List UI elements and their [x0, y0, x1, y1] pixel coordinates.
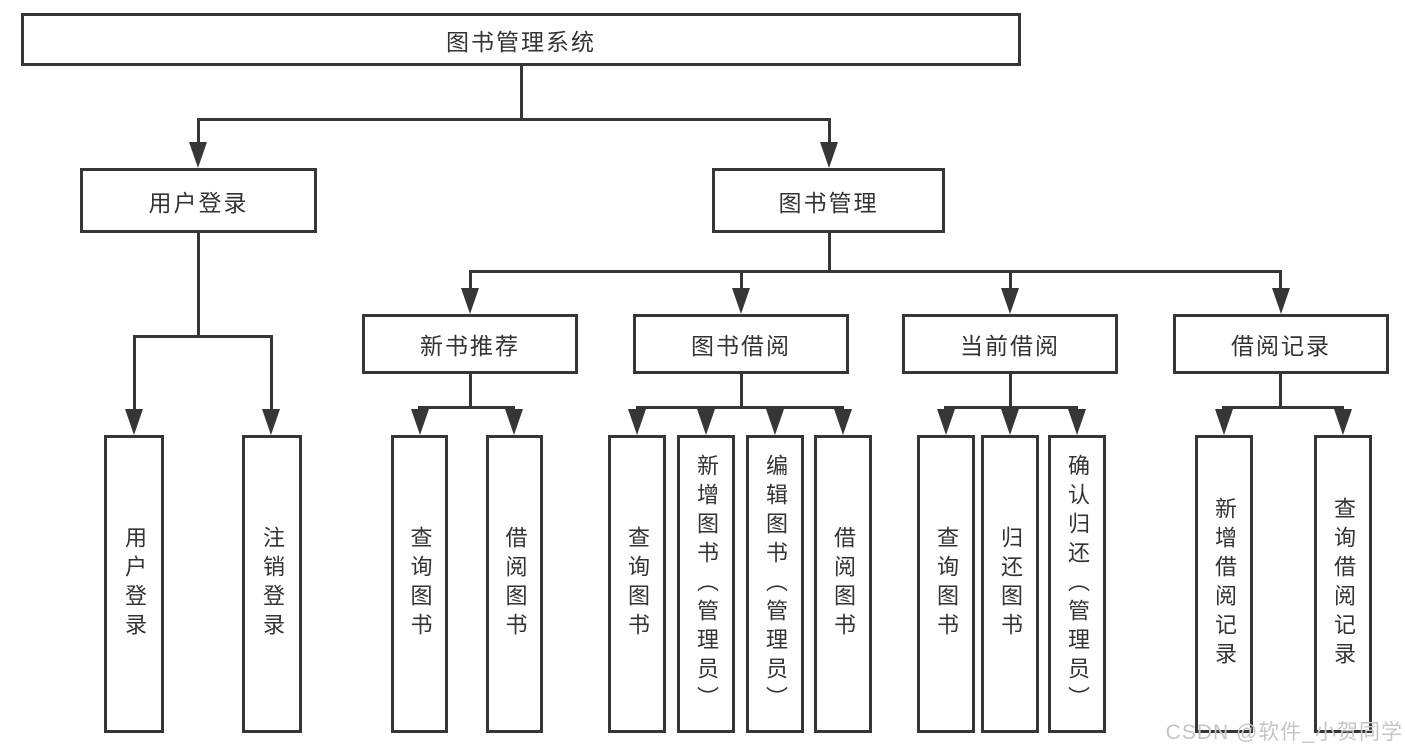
connector-mgmt-stem [828, 233, 831, 270]
connector-drop [1341, 406, 1344, 411]
connector-user-split [133, 335, 273, 338]
node-new-book-recommend: 新书推荐 [362, 314, 578, 374]
node-label: 用户登录 [148, 189, 249, 216]
leaf-return-books: 归还图书 [981, 435, 1039, 733]
leaf-label: 确认归还（管理员） [1065, 453, 1090, 715]
leaf-query-books: 查询图书 [608, 435, 666, 733]
node-book-borrow: 图书借阅 [633, 314, 849, 374]
leaf-user-login: 用户登录 [104, 435, 164, 733]
node-label: 借阅记录 [1231, 333, 1331, 359]
connector-user-stem [197, 233, 200, 335]
arrow-down-icon [1215, 409, 1233, 435]
arrow-down-icon [937, 409, 955, 435]
node-borrow-records: 借阅记录 [1173, 314, 1389, 374]
connector-split [1222, 406, 1344, 409]
node-label: 图书管理 [778, 189, 879, 216]
arrow-down-icon [505, 409, 523, 435]
arrow-down-icon [834, 409, 852, 435]
node-current-borrow: 当前借阅 [902, 314, 1118, 374]
arrow-down-icon [1001, 288, 1019, 314]
leaf-borrow-books: 借阅图书 [814, 435, 872, 733]
arrow-down-icon [820, 142, 838, 168]
arrow-down-icon [1272, 288, 1290, 314]
connector-drop [1222, 406, 1225, 411]
leaf-label: 用户登录 [122, 526, 147, 642]
leaf-query-books: 查询图书 [917, 435, 975, 733]
arrow-down-icon [697, 409, 715, 435]
leaf-label: 查询图书 [407, 526, 433, 642]
connector-drop [512, 406, 515, 411]
connector-root-split [197, 118, 831, 121]
leaf-add-borrow-record: 新增借阅记录 [1195, 435, 1253, 733]
node-book-management-branch: 图书管理 [712, 168, 945, 233]
leaf-logout: 注销登录 [242, 435, 302, 733]
node-label: 新书推荐 [420, 333, 520, 359]
connector-split [636, 406, 844, 409]
leaf-label: 借阅图书 [502, 526, 528, 642]
arrow-down-icon [628, 409, 646, 435]
connector-drop [740, 270, 743, 289]
node-label: 图书借阅 [691, 333, 791, 359]
leaf-label: 借阅图书 [831, 526, 856, 642]
connector-stem [1009, 374, 1012, 406]
connector-root-stem [520, 66, 523, 118]
connector-split [944, 406, 1078, 409]
connector-stem [740, 374, 743, 406]
connector-split [418, 406, 515, 409]
node-user-login-branch: 用户登录 [80, 168, 317, 233]
leaf-add-books-admin: 新增图书（管理员） [677, 435, 735, 733]
connector-drop [828, 118, 831, 143]
connector-drop [1279, 270, 1282, 289]
leaf-label: 查询借阅记录 [1331, 497, 1356, 671]
leaf-edit-books-admin: 编辑图书（管理员） [746, 435, 804, 733]
arrow-down-icon [1001, 409, 1019, 435]
leaf-label: 新增借阅记录 [1212, 497, 1237, 671]
leaf-label: 注销登录 [260, 526, 285, 642]
arrow-down-icon [732, 288, 750, 314]
leaf-confirm-return-admin: 确认归还（管理员） [1048, 435, 1106, 733]
leaf-label: 新增图书（管理员） [694, 453, 719, 715]
arrow-down-icon [1068, 409, 1086, 435]
leaf-borrow-books: 借阅图书 [486, 435, 543, 733]
arrow-down-icon [262, 409, 280, 435]
connector-drop [197, 118, 200, 143]
node-library-management-system: 图书管理系统 [21, 13, 1021, 66]
leaf-query-borrow-record: 查询借阅记录 [1314, 435, 1372, 733]
connector-mgmt-split [469, 270, 1282, 273]
csdn-watermark: CSDN @软件_小贺同学 [1165, 721, 1403, 744]
leaf-query-books: 查询图书 [391, 435, 448, 733]
arrow-down-icon [411, 409, 429, 435]
node-label: 图书管理系统 [446, 28, 596, 55]
connector-stem [469, 374, 472, 406]
connector-stem [1279, 374, 1282, 406]
arrow-down-icon [125, 409, 143, 435]
node-label: 当前借阅 [960, 333, 1060, 359]
leaf-label: 归还图书 [998, 526, 1023, 642]
leaf-label: 查询图书 [625, 526, 650, 642]
arrow-down-icon [766, 409, 784, 435]
connector-drop [1009, 270, 1012, 289]
arrow-down-icon [461, 288, 479, 314]
connector-drop [469, 270, 472, 289]
leaf-label: 查询图书 [934, 526, 959, 642]
arrow-down-icon [189, 142, 207, 168]
leaf-label: 编辑图书（管理员） [763, 453, 788, 715]
connector-drop [133, 335, 136, 410]
arrow-down-icon [1334, 409, 1352, 435]
connector-drop [270, 335, 273, 410]
connector-drop [418, 406, 421, 411]
